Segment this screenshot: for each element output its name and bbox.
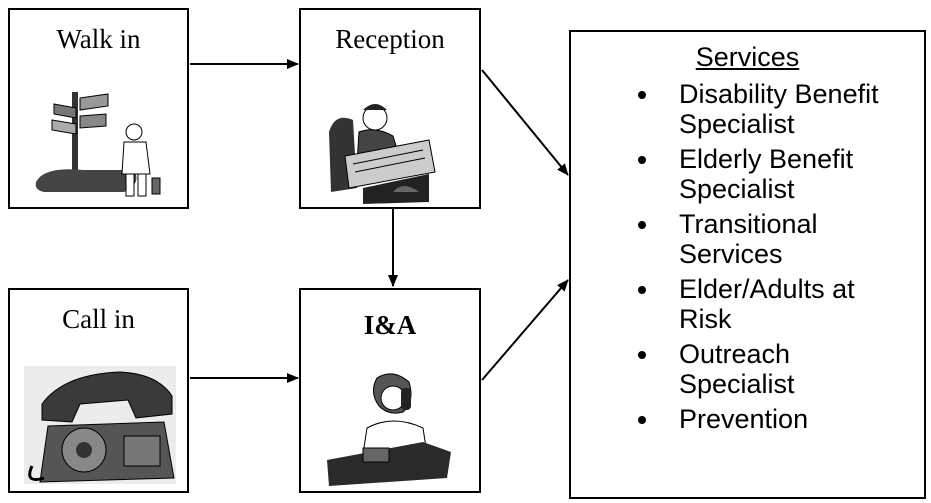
service-item: Outreach Specialist — [609, 339, 879, 399]
service-item: Elder/Adults at Risk — [609, 274, 879, 334]
bullet-icon — [638, 286, 646, 294]
bullet-icon — [638, 156, 646, 164]
person-at-signpost-icon — [35, 92, 161, 197]
ia-label: I&A — [363, 310, 417, 340]
services-list: Disability Benefit Specialist Elderly Be… — [609, 79, 879, 434]
service-item-line1: Outreach — [679, 339, 791, 369]
service-item-line1: Prevention — [679, 404, 809, 434]
service-item-line2: Risk — [679, 304, 732, 334]
service-item: Disability Benefit Specialist — [609, 79, 879, 139]
service-item-line1: Elderly Benefit — [679, 144, 854, 174]
reception-box: Reception — [299, 8, 481, 209]
call-in-box: Call in — [8, 288, 189, 493]
call-in-label: Call in — [62, 304, 135, 334]
telephone-icon — [24, 366, 176, 484]
arrow-ia-to-services — [481, 279, 569, 381]
walk-in-box: Walk in — [8, 8, 189, 209]
services-box: Services Disability Benefit Specialist E… — [569, 30, 926, 499]
receptionist-at-desk-icon — [329, 104, 436, 204]
service-item-line2: Specialist — [679, 369, 795, 399]
bullet-icon — [638, 416, 646, 424]
walk-in-label: Walk in — [56, 24, 141, 54]
reception-label: Reception — [335, 24, 445, 54]
ia-box: I&A — [299, 288, 481, 493]
service-item-line2: Specialist — [679, 174, 795, 204]
service-item: Prevention — [609, 404, 879, 434]
service-item: Elderly Benefit Specialist — [609, 144, 879, 204]
arrow-reception-to-services — [481, 69, 569, 176]
service-item-line2: Specialist — [679, 109, 795, 139]
service-item: Transitional Services — [609, 209, 879, 269]
service-item-line2: Services — [679, 239, 783, 269]
bullet-icon — [638, 351, 646, 359]
service-item-line1: Elder/Adults at — [679, 274, 855, 304]
service-item-line1: Disability Benefit — [679, 79, 879, 109]
services-title: Services — [695, 42, 800, 72]
bullet-icon — [638, 221, 646, 229]
bullet-icon — [638, 91, 646, 99]
service-item-line1: Transitional — [679, 209, 818, 239]
person-on-phone-at-desk-icon — [327, 373, 451, 486]
